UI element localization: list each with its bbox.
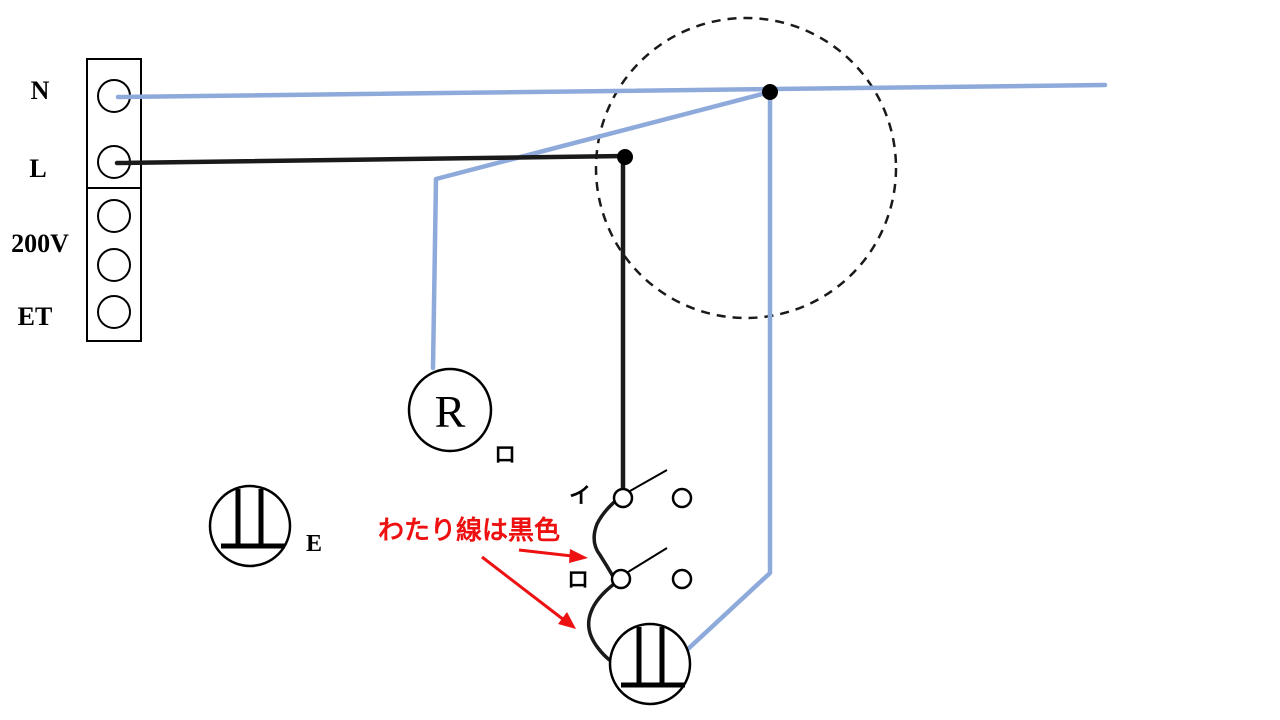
annotation-arrows <box>481 548 588 629</box>
terminal-200v-a-screw-icon <box>97 199 131 233</box>
lamp-mark-ro: ロ <box>494 443 516 468</box>
jumper-wire-switches <box>592 496 621 580</box>
terminal-label-200v: 200V <box>11 229 69 258</box>
junction-box-circle <box>594 16 898 320</box>
terminal-et-screw-icon <box>97 295 131 329</box>
switch-i-mark: イ <box>569 484 591 509</box>
arrow-to-switch-jumper <box>518 548 573 558</box>
lamp-symbol: R <box>435 386 466 437</box>
terminal-label-et: ET <box>18 302 53 331</box>
lamp-r-icon: R <box>407 367 493 453</box>
arrow-head-switch <box>569 549 588 563</box>
jumper-wire-annotation: わたり線は黒色 <box>378 515 560 546</box>
neutral-lamp-wire <box>430 89 773 371</box>
hot-wires <box>114 153 628 664</box>
terminal-label-n: N <box>31 76 50 105</box>
terminal-block <box>86 58 142 342</box>
switch-ro-icon <box>610 547 693 590</box>
junction-dot-neutral <box>762 84 778 100</box>
outlet-e-label: E <box>306 531 322 557</box>
arrow-head-outlet <box>558 612 576 629</box>
terminal-200v-b-screw-icon <box>97 248 131 282</box>
junction-dot-hot <box>617 149 633 165</box>
earthed-outlet-icon <box>208 484 292 568</box>
switch-ro-mark: ロ <box>567 568 589 593</box>
neutral-wires <box>115 82 1108 652</box>
neutral-main-wire <box>115 82 1108 100</box>
arrow-to-outlet-jumper <box>481 555 565 622</box>
jumper-wire-outlet <box>586 582 616 664</box>
outlet-icon <box>608 622 692 706</box>
terminal-block-lower <box>86 187 142 342</box>
hot-main-wire <box>114 153 628 166</box>
switch-i-icon <box>612 469 693 509</box>
terminal-label-l: L <box>29 154 46 183</box>
neutral-outlet-wire <box>685 89 773 652</box>
